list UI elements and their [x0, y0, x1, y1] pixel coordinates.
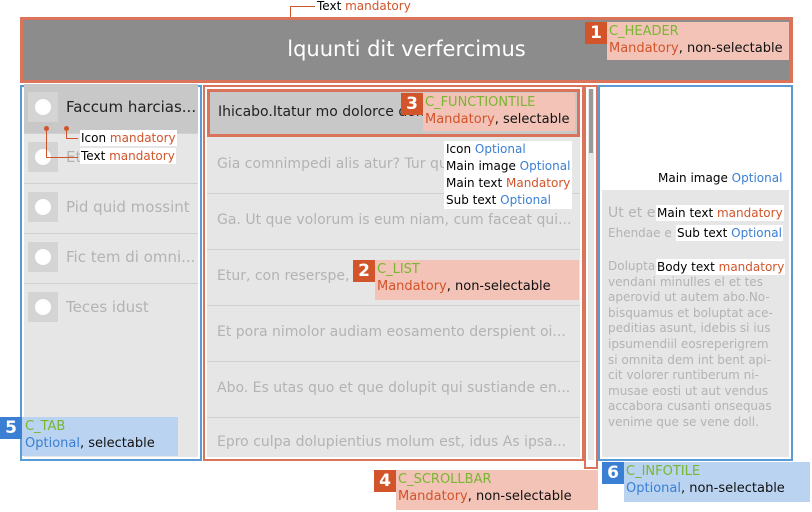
scrollbar-badge: C_SCROLLBAR Mandatory, non-selectable — [396, 470, 598, 510]
function-tile-text: Ihicabo.Itatur mo dolorce dolo... — [218, 104, 442, 120]
tab-item-label: Faccum harcias... — [66, 98, 197, 116]
tab-item-label: Fic tem di omni... — [66, 248, 196, 266]
list-item: Ga. Ut que volorum is eum niam, cum face… — [207, 194, 580, 250]
tab-item-label: Pid quid mossint — [66, 198, 190, 216]
list-item-text: Ga. Ut que volorum is eum niam, cum face… — [217, 212, 572, 228]
sub-text-callout: Sub text Optional — [676, 225, 783, 241]
list-item-text: Epro culpa dolupientius molum est, idus … — [217, 434, 567, 450]
tab-item-1[interactable]: Faccum harcias... — [24, 84, 198, 134]
tab-icon-callout: Icon mandatory — [80, 130, 177, 146]
callout-leader — [46, 128, 47, 158]
list-item: Et pora nimolor audiam eosamento derspie… — [207, 306, 580, 362]
callout-leader — [66, 128, 67, 138]
header-badge-number: 1 — [585, 22, 607, 44]
callout-leader — [290, 6, 291, 18]
list-item: Abo. Es utas quo et que dolupit qui sust… — [207, 362, 580, 418]
scrollbar-thumb[interactable] — [589, 89, 593, 153]
header-text-callout: Text mandatory — [317, 0, 411, 13]
ftile-badge: C_FUNCTIONTILE Mandatory, selectable — [423, 93, 575, 131]
info-sub-text: Ehendae e — [608, 226, 672, 240]
list-item-text: Et pora nimolor audiam eosamento derspie… — [217, 324, 566, 340]
callout-dot — [44, 126, 49, 131]
infotile-badge-number: 6 — [602, 462, 624, 484]
callout-leader — [46, 157, 78, 158]
tab-item-label: Teces idust — [66, 298, 149, 316]
callout-leader — [66, 138, 78, 139]
circle-icon — [28, 292, 58, 322]
body-text-callout: Body text mandatory — [656, 259, 786, 275]
tab-item-5[interactable]: Teces idust — [24, 284, 198, 334]
tab-item-3[interactable]: Pid quid mossint — [24, 184, 198, 234]
scrollbar-badge-number: 4 — [374, 470, 396, 492]
ftile-badge-number: 3 — [401, 93, 423, 115]
tab-badge-number: 5 — [0, 417, 22, 439]
main-text-callout: Main text mandatory — [656, 205, 784, 221]
circle-icon — [28, 192, 58, 222]
header-badge: C_HEADER Mandatory, non-selectable — [607, 22, 789, 60]
callout-dot — [64, 126, 69, 131]
circle-icon — [28, 242, 58, 272]
tab-item-4[interactable]: Fic tem di omni... — [24, 234, 198, 284]
list-item-callout: Icon Optional Main image Optional Main t… — [444, 141, 573, 209]
list-badge: C_LIST Mandatory, non-selectable — [375, 260, 579, 300]
info-main-text: Ut et e — [608, 205, 656, 221]
infotile-badge: C_INFOTILE Optional, non-selectable — [624, 462, 810, 502]
info-body-text: Dolupta vendani minulles el et tes apero… — [608, 259, 773, 429]
circle-icon — [28, 92, 58, 122]
list-badge-number: 2 — [353, 260, 375, 282]
tab-badge: C_TAB Optional, selectable — [22, 417, 178, 456]
list-item: Epro culpa dolupientius molum est, idus … — [207, 418, 580, 457]
main-image-callout: Main image Optional — [657, 170, 784, 186]
list-item: Etur, con reserspe, lia... — [207, 250, 580, 306]
header-title: lquunti dit verfercimus — [287, 37, 526, 61]
tab-text-callout: Text mandatory — [80, 148, 176, 164]
list-item-text: Abo. Es utas quo et que dolupit qui sust… — [217, 380, 571, 396]
scrollbar-track[interactable] — [588, 89, 594, 460]
list-item: Gia comnimpedi alis atur? Tur quat... — [207, 138, 580, 194]
callout-leader — [290, 6, 315, 7]
